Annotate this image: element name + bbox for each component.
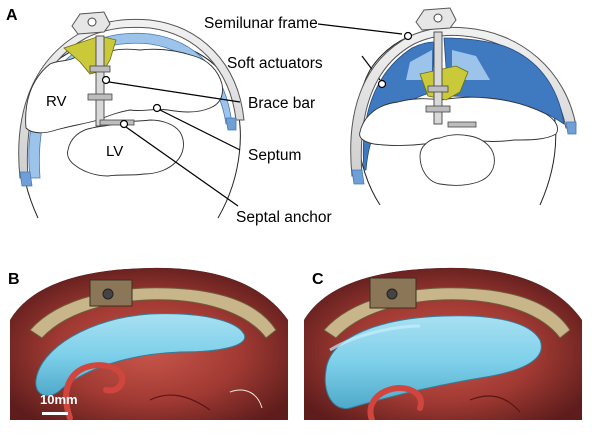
panel-label-b: B — [8, 271, 20, 288]
photo-catheter-b — [63, 362, 126, 420]
lv-cavity — [67, 119, 184, 177]
diagram-deflated — [18, 11, 245, 219]
brace-bar-label: Brace bar — [248, 95, 315, 112]
semilunar-frame-label: Semilunar frame — [204, 15, 318, 32]
panel-label-a: A — [6, 7, 18, 24]
rv-cavity-compressed — [359, 96, 558, 146]
septum-label: Septum — [248, 147, 301, 164]
scale-bar-line — [42, 412, 68, 415]
soft-actuators-label: Soft actuators — [227, 55, 323, 72]
lv-label: LV — [106, 143, 123, 160]
septal-anchor-right — [447, 121, 477, 128]
photo-c — [304, 267, 582, 420]
photo-b — [10, 267, 288, 420]
panel-label-c: C — [312, 271, 324, 288]
lv-cavity-right — [419, 134, 495, 186]
rv-label: RV — [46, 93, 67, 110]
diagram-inflated — [350, 7, 577, 206]
brace-bar-right — [433, 31, 443, 125]
photo-actuator-c — [324, 315, 542, 409]
septal-anchor-left — [99, 119, 135, 126]
scale-bar-label: 10mm — [40, 392, 78, 407]
septal-anchor-label: Septal anchor — [236, 209, 332, 226]
photo-actuator-b — [35, 313, 246, 396]
photo-catheter-c — [367, 384, 424, 420]
